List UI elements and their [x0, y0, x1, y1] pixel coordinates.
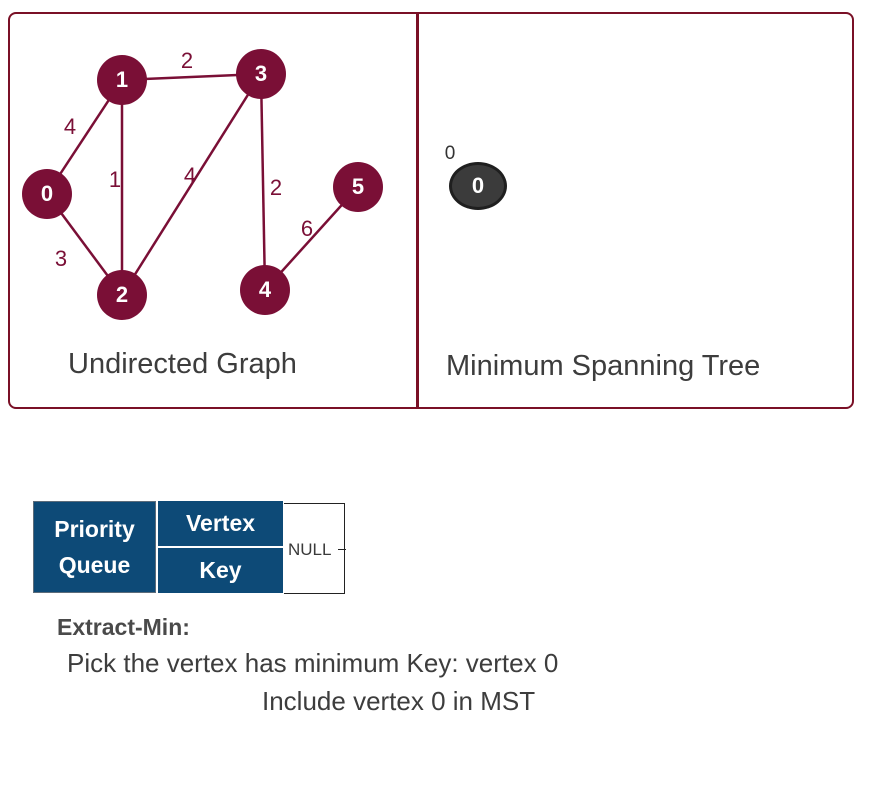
- graph-node-4: 4: [240, 265, 290, 315]
- graph-node-2: 2: [97, 270, 147, 320]
- graph-node-0: 0: [22, 169, 72, 219]
- graph-node-label: 3: [255, 61, 267, 86]
- graph-node-label: 0: [41, 181, 53, 206]
- mst-node-key: 0: [445, 143, 456, 164]
- diagram-frame: [8, 12, 854, 409]
- panel-divider: [416, 12, 419, 409]
- priority-queue-label: Priority Queue: [33, 501, 156, 593]
- graph-node-circle: [97, 270, 147, 320]
- extract-min-line2: Include vertex 0 in MST: [262, 686, 536, 716]
- edge-weight-4-5: 6: [301, 216, 313, 241]
- edge-weight-1-2: 1: [109, 167, 121, 192]
- priority-queue-label-line2: Queue: [58, 552, 131, 578]
- graph-caption: Undirected Graph: [68, 348, 297, 380]
- mst-caption: Minimum Spanning Tree: [446, 350, 761, 382]
- graph-node-circle: [22, 169, 72, 219]
- graph-node-circle: [236, 49, 286, 99]
- graph-node-circle: [333, 162, 383, 212]
- mst-node-0: 00: [445, 143, 507, 210]
- edge-weight-0-1: 4: [64, 114, 76, 139]
- graph-node-1: 1: [97, 55, 147, 105]
- mst-node-fill: [452, 165, 504, 207]
- edge-weight-1-3: 2: [181, 48, 193, 73]
- graph-node-5: 5: [333, 162, 383, 212]
- graph-edge-3-2: [120, 73, 263, 296]
- extract-min-title: Extract-Min:: [57, 614, 190, 640]
- queue-null-cell: [284, 503, 345, 594]
- graph-node-label: 4: [259, 277, 272, 302]
- graph-node-label: 1: [116, 67, 128, 92]
- edge-weight-0-2: 3: [55, 246, 67, 271]
- edge-weight-3-4: 2: [270, 175, 282, 200]
- graph-node-label: 5: [352, 174, 364, 199]
- graph-node-label: 2: [116, 282, 128, 307]
- queue-null-text: NULL: [288, 540, 332, 559]
- queue-null-tick: [338, 549, 346, 550]
- graph-node-3: 3: [236, 49, 286, 99]
- edge-weight-3-2: 4: [184, 163, 196, 188]
- graph-node-circle: [97, 55, 147, 105]
- mst-node-label: 0: [472, 173, 484, 198]
- graph-node-circle: [240, 265, 290, 315]
- key-row-header: Key: [158, 548, 283, 593]
- vertex-row-header: Vertex: [158, 501, 283, 546]
- graph-edge-3-4: [259, 73, 267, 291]
- extract-min-line1: Pick the vertex has minimum Key: vertex …: [67, 648, 559, 678]
- priority-queue-label-line1: Priority: [54, 516, 135, 542]
